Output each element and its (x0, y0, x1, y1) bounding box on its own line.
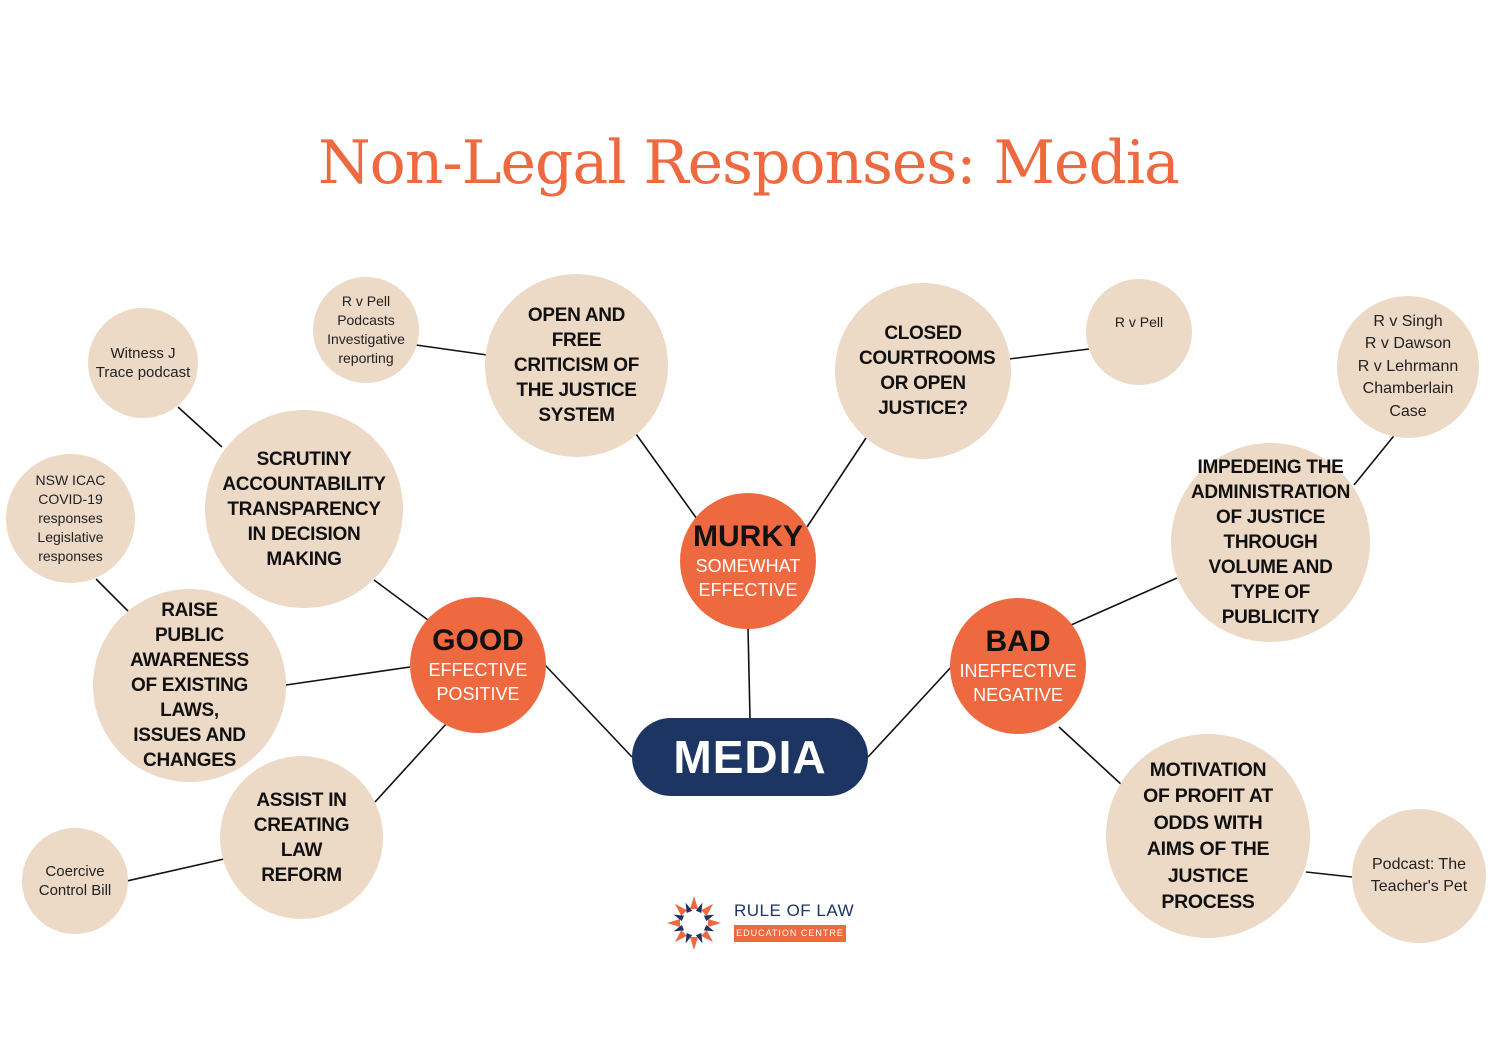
bubble-profit-label: MOTIVATION OF PROFIT AT ODDS WITH AIMS O… (1143, 758, 1273, 914)
line-media-murky (747, 627, 751, 719)
line-good-reform (374, 722, 448, 803)
bubble-courtrooms-label: CLOSED COURTROOMS OR OPEN JUSTICE? (859, 323, 996, 419)
example-nsw-icac: NSW ICAC COVID-19 responses Legislative … (6, 454, 135, 583)
bubble-scrutiny: SCRUTINY ACCOUNTABILITY TRANSPARENCY IN … (205, 410, 403, 608)
example-witness-j-text: Witness J Trace podcast (95, 345, 191, 381)
example-witness-j: Witness J Trace podcast (88, 308, 198, 418)
bubble-awareness-label: RAISE PUBLIC AWARENESS OF EXISTING LAWS,… (130, 600, 249, 771)
bubble-criticism-label: OPEN AND FREE CRITICISM OF THE JUSTICE S… (513, 305, 640, 426)
page-title: Non-Legal Responses: Media (318, 128, 1180, 198)
hub-bad-sub1: INEFFECTIVE (959, 661, 1077, 681)
example-teachers-pet-text: Podcast: The Teacher's Pet (1370, 856, 1468, 895)
rule-of-law-logo-icon (667, 896, 721, 950)
bubble-impeding-label: IMPEDEING THE ADMINISTRATION OF JUSTICE … (1190, 457, 1351, 628)
center-media-label: MEDIA (673, 731, 827, 783)
hub-bad-title: BAD (985, 625, 1051, 658)
hub-murky-sub1: SOMEWHAT (695, 556, 801, 576)
line-good-awareness (285, 666, 411, 686)
line-scrutiny-witness (177, 406, 223, 448)
example-pell-text: R v Pell (1114, 314, 1164, 330)
line-reform-coercive (126, 858, 225, 882)
line-bad-impeding (1070, 577, 1178, 626)
example-teachers-pet: Podcast: The Teacher's Pet (1352, 809, 1486, 943)
example-pell: R v Pell (1086, 279, 1192, 385)
bubble-awareness: RAISE PUBLIC AWARENESS OF EXISTING LAWS,… (93, 589, 286, 782)
example-cases-text: R v Singh R v Dawson R v Lehrmann Chambe… (1357, 312, 1459, 420)
bubble-reform-label: ASSIST IN CREATING LAW REFORM (253, 789, 350, 886)
line-media-good (544, 664, 633, 758)
center-media: MEDIA (632, 718, 868, 796)
hub-murky-title: MURKY (693, 520, 803, 553)
hub-good: GOOD EFFECTIVE POSITIVE (410, 597, 546, 733)
line-good-scrutiny (373, 579, 429, 621)
hub-good-sub1: EFFECTIVE (428, 660, 528, 680)
logo-title: RULE OF LAW (734, 901, 855, 920)
example-cases: R v Singh R v Dawson R v Lehrmann Chambe… (1337, 296, 1479, 438)
bubble-courtrooms: CLOSED COURTROOMS OR OPEN JUSTICE? (835, 283, 1011, 459)
example-nsw-icac-text: NSW ICAC COVID-19 responses Legislative … (35, 472, 106, 564)
example-pell-podcasts-text: R v Pell Podcasts Investigative reportin… (327, 293, 405, 366)
example-coercive-control: Coercive Control Bill (22, 828, 128, 934)
bubble-scrutiny-label: SCRUTINY ACCOUNTABILITY TRANSPARENCY IN … (222, 448, 386, 570)
line-bad-profit (1058, 726, 1124, 787)
bubble-profit: MOTIVATION OF PROFIT AT ODDS WITH AIMS O… (1106, 734, 1310, 938)
hub-murky: MURKY SOMEWHAT EFFECTIVE (680, 493, 816, 629)
bubble-reform: ASSIST IN CREATING LAW REFORM (220, 756, 383, 919)
hub-good-sub2: POSITIVE (436, 684, 520, 704)
hub-bad: BAD INEFFECTIVE NEGATIVE (950, 598, 1086, 734)
logo-subtitle: EDUCATION CENTRE (734, 925, 846, 942)
line-profit-podcast (1305, 871, 1353, 878)
line-impeding-cases (1353, 431, 1398, 486)
hub-bad-sub2: NEGATIVE (973, 685, 1063, 705)
hub-murky-sub2: EFFECTIVE (698, 580, 798, 600)
line-criticism-pell (415, 344, 488, 356)
bubble-impeding: IMPEDEING THE ADMINISTRATION OF JUSTICE … (1171, 443, 1370, 642)
line-courtrooms-pell (1008, 348, 1090, 360)
example-coercive-control-text: Coercive Control Bill (38, 863, 112, 899)
line-murky-criticism (635, 433, 698, 520)
line-murky-courtrooms (806, 437, 867, 528)
example-pell-podcasts: R v Pell Podcasts Investigative reportin… (313, 277, 419, 383)
line-media-bad (867, 664, 954, 758)
bubble-criticism: OPEN AND FREE CRITICISM OF THE JUSTICE S… (485, 274, 668, 457)
line-awareness-icac (95, 578, 129, 612)
hub-good-title: GOOD (432, 624, 524, 657)
